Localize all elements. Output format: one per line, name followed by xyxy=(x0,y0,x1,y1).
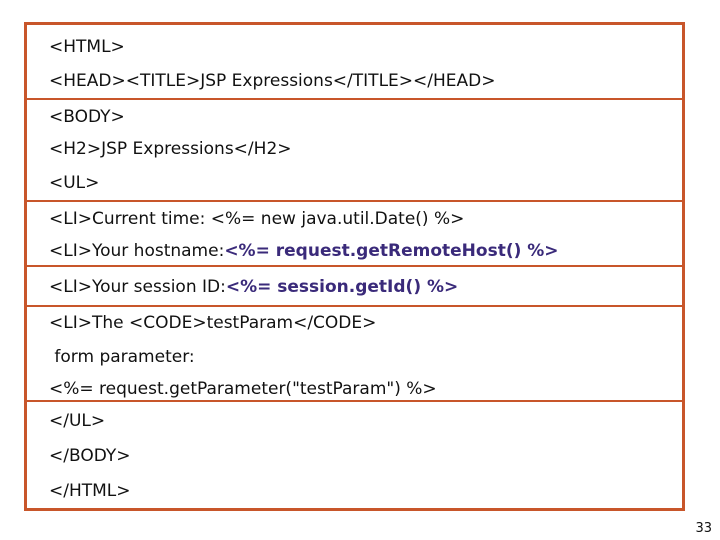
divider xyxy=(27,305,682,307)
code-line: <HTML> xyxy=(27,29,682,65)
highlight-hostname: <%= request.getRemoteHost() %> xyxy=(224,241,559,261)
page-number: 33 xyxy=(695,521,712,536)
code-text: <HEAD><TITLE>JSP Expressions</TITLE></HE… xyxy=(49,71,496,91)
code-text: <HTML> xyxy=(49,37,125,57)
code-line: <LI>Your session ID: <%= session.getId()… xyxy=(27,269,682,305)
code-text: <BODY> xyxy=(49,107,125,127)
code-text: <LI>Your hostname: <%= request.getRemote… xyxy=(27,233,559,269)
code-line: <BODY> xyxy=(27,99,682,135)
code-line: <LI>Your hostname: <%= request.getRemote… xyxy=(27,233,682,269)
divider xyxy=(27,400,682,402)
code-line: <LI>The <CODE>testParam</CODE> xyxy=(27,305,682,341)
code-text: </BODY> xyxy=(49,446,131,466)
code-text: </HTML> xyxy=(49,481,131,501)
code-text: <LI>Current time: <%= new java.util.Date… xyxy=(49,209,465,229)
code-text: </UL> xyxy=(49,411,106,431)
divider xyxy=(27,265,682,267)
code-text: <UL> xyxy=(49,173,100,193)
code-line: <LI>Current time: <%= new java.util.Date… xyxy=(27,201,682,237)
code-line: </HTML> xyxy=(27,473,682,509)
code-text: form parameter: xyxy=(49,347,195,367)
code-line: form parameter: xyxy=(27,339,682,375)
code-line: </BODY> xyxy=(27,438,682,474)
code-text: <%= request.getParameter("testParam") %> xyxy=(49,379,437,399)
divider xyxy=(27,98,682,100)
code-line: <UL> xyxy=(27,165,682,201)
code-line: <H2>JSP Expressions</H2> xyxy=(27,131,682,167)
highlight-session: <%= session.getId() %> xyxy=(225,277,459,297)
code-text: <LI>The <CODE>testParam</CODE> xyxy=(49,313,377,333)
code-prefix: <LI>Your session ID: xyxy=(49,277,226,297)
code-line: <HEAD><TITLE>JSP Expressions</TITLE></HE… xyxy=(27,63,682,99)
code-line: </UL> xyxy=(27,403,682,439)
code-box: <HTML> <HEAD><TITLE>JSP Expressions</TIT… xyxy=(24,22,685,511)
divider xyxy=(27,200,682,202)
code-prefix: <LI>Your hostname: xyxy=(49,241,225,261)
code-text: <LI>Your session ID: <%= session.getId()… xyxy=(27,269,458,305)
code-text: <H2>JSP Expressions</H2> xyxy=(49,139,292,159)
code-line: <%= request.getParameter("testParam") %> xyxy=(27,371,682,407)
